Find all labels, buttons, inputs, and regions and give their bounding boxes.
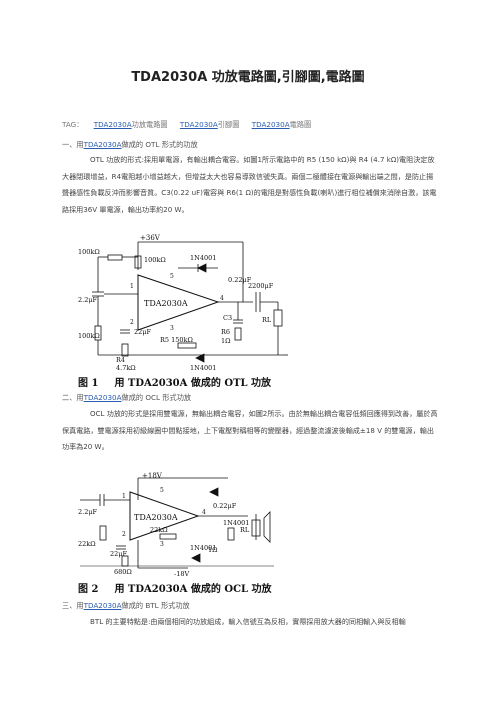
svg-text:3: 3 — [170, 325, 174, 332]
tag-link-2[interactable]: TDA2030A引腳圖 — [179, 120, 240, 129]
svg-text:2: 2 — [130, 319, 134, 326]
svg-text:100kΩ: 100kΩ — [78, 332, 100, 340]
svg-text:22kΩ: 22kΩ — [150, 526, 168, 534]
svg-text:1Ω: 1Ω — [221, 337, 231, 345]
tag-label: TAG： — [62, 120, 84, 129]
svg-text:4: 4 — [202, 509, 206, 516]
tag-bar: TAG： TDA2030A功放電路圖 TDA2030A引腳圖 TDA2030A電… — [62, 120, 321, 130]
svg-text:RL: RL — [262, 316, 272, 324]
svg-text:4: 4 — [220, 295, 224, 302]
keyword-link[interactable]: TDA2030A — [83, 601, 122, 610]
section-1-heading: 一、用TDA2030A做成的 OTL 形式的功放 — [62, 140, 198, 149]
section-3-heading: 三、用TDA2030A做成的 BTL 形式功放 — [62, 601, 190, 610]
svg-text:-18V: -18V — [174, 570, 189, 578]
svg-text:R5 150kΩ: R5 150kΩ — [160, 336, 193, 344]
svg-text:1: 1 — [130, 283, 134, 290]
section-1-paragraph: OTL 功放的形式:採用單電源，有輸出耦合電容。如圖1所示電路中的 R5 (15… — [62, 155, 437, 214]
svg-text:2.2μF: 2.2μF — [78, 296, 98, 304]
svg-text:1N4001: 1N4001 — [190, 254, 216, 262]
svg-text:2200μF: 2200μF — [248, 282, 274, 290]
keyword-link[interactable]: TDA2030A — [83, 393, 122, 402]
figure-1-otl-schematic: +36V 100kΩ 100kΩ 1N4001 TDA2030A 5 1 2 3… — [78, 230, 298, 378]
svg-text:1: 1 — [122, 493, 126, 500]
svg-text:2.2μF: 2.2μF — [78, 508, 98, 516]
svg-text:3: 3 — [160, 541, 164, 548]
svg-text:5: 5 — [160, 487, 164, 494]
svg-text:R4: R4 — [116, 356, 125, 364]
svg-text:5: 5 — [170, 273, 174, 280]
svg-text:100kΩ: 100kΩ — [78, 248, 100, 256]
section-2-paragraph: OCL 功放的形式是採用雙電源，無輸出耦合電容，如圖2所示。由於無輸出耦合電容低… — [62, 409, 438, 451]
svg-text:C3: C3 — [223, 314, 232, 322]
svg-text:1N4001: 1N4001 — [190, 544, 216, 552]
tag-link-1[interactable]: TDA2030A功放電路圖 — [93, 120, 168, 129]
svg-text:22μF: 22μF — [134, 328, 151, 336]
svg-text:1Ω: 1Ω — [208, 546, 218, 554]
svg-text:4.7kΩ: 4.7kΩ — [116, 364, 136, 372]
svg-text:TDA2030A: TDA2030A — [134, 513, 178, 522]
svg-text:100kΩ: 100kΩ — [144, 256, 166, 264]
svg-text:RL: RL — [240, 526, 250, 534]
section-3-paragraph: BTL 的主要特點是:由兩個相同的功放組成，輸入信號互為反相，實際採用放大器的同… — [90, 617, 406, 626]
svg-text:1N4001: 1N4001 — [223, 519, 249, 527]
svg-text:680Ω: 680Ω — [114, 568, 132, 576]
keyword-link[interactable]: TDA2030A — [83, 140, 122, 149]
figure-2-ocl-schematic: +18V 1N4001 TDA2030A 1 2 5 3 4 2.2μF 0.2… — [78, 470, 278, 578]
svg-text:0.22μF: 0.22μF — [228, 276, 252, 284]
section-2-heading: 二、用TDA2030A做成的 OCL 形式功放 — [62, 393, 192, 402]
svg-text:1N4001: 1N4001 — [190, 364, 216, 372]
svg-text:0.22μF: 0.22μF — [213, 502, 237, 510]
svg-text:+18V: +18V — [142, 472, 163, 480]
tag-link-3[interactable]: TDA2030A電路圖 — [251, 120, 312, 129]
svg-text:R6: R6 — [221, 328, 230, 336]
page-title: TDA2030A 功放電路圖,引腳圖,電路圖 — [131, 70, 365, 85]
svg-text:TDA2030A: TDA2030A — [144, 299, 188, 308]
svg-text:22kΩ: 22kΩ — [78, 540, 96, 548]
svg-text:22μF: 22μF — [110, 550, 127, 558]
svg-text:2: 2 — [122, 531, 126, 538]
svg-text:+36V: +36V — [140, 234, 161, 242]
